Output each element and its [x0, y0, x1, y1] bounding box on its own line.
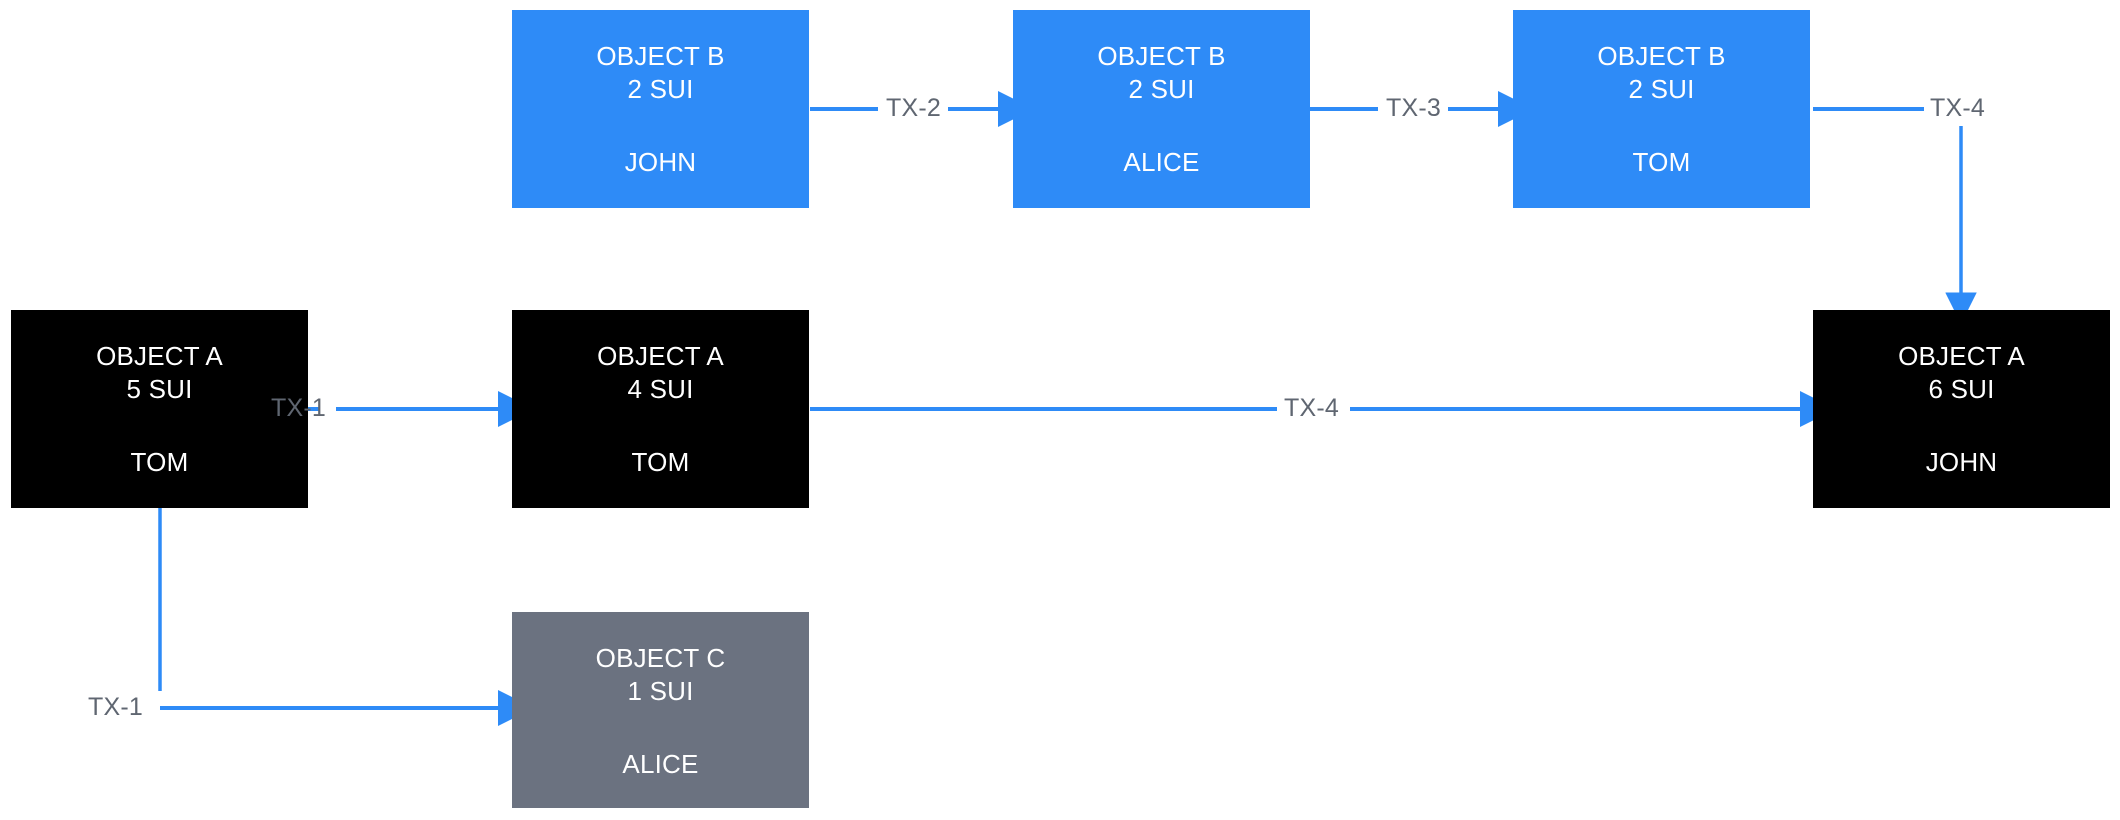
node-object-a-4sui-tom[interactable]: OBJECT A 4 SUI TOM: [512, 310, 809, 508]
node-amount-label: 4 SUI: [627, 374, 694, 404]
node-object-b-tom[interactable]: OBJECT B 2 SUI TOM: [1513, 10, 1810, 208]
node-object-a-5sui-tom[interactable]: OBJECT A 5 SUI TOM: [11, 310, 308, 508]
node-owner-label: JOHN: [624, 147, 697, 177]
node-owner-label: TOM: [631, 447, 690, 477]
node-object-label: OBJECT A: [1898, 341, 2025, 371]
node-owner-label: TOM: [1632, 147, 1691, 177]
node-amount-label: 2 SUI: [1628, 74, 1695, 104]
node-amount-label: 6 SUI: [1928, 374, 1995, 404]
node-object-label: OBJECT A: [597, 341, 724, 371]
edge-tx-1-branch: [158, 508, 534, 726]
node-object-label: OBJECT C: [595, 643, 726, 673]
node-amount-label: 2 SUI: [627, 74, 694, 104]
node-amount-label: 5 SUI: [126, 374, 193, 404]
node-object-c-alice[interactable]: OBJECT C 1 SUI ALICE: [512, 612, 809, 808]
node-object-label: OBJECT B: [596, 41, 725, 71]
node-object-a-6sui-john[interactable]: OBJECT A 6 SUI JOHN: [1813, 310, 2110, 508]
edge-label-tx-2: TX-2: [886, 94, 941, 122]
node-amount-label: 1 SUI: [627, 676, 694, 706]
node-amount-label: 2 SUI: [1128, 74, 1195, 104]
edge-label-tx-3: TX-3: [1386, 94, 1441, 122]
node-object-b-john[interactable]: OBJECT B 2 SUI JOHN: [512, 10, 809, 208]
edge-label-tx-4-main: TX-4: [1284, 394, 1339, 422]
node-object-label: OBJECT A: [96, 341, 223, 371]
edge-tx-4-vertical: [1813, 107, 1977, 324]
node-object-b-alice[interactable]: OBJECT B 2 SUI ALICE: [1013, 10, 1310, 208]
node-owner-label: JOHN: [1925, 447, 1998, 477]
edge-label-tx-4-vertical: TX-4: [1930, 94, 1985, 122]
node-owner-label: TOM: [130, 447, 189, 477]
node-owner-label: ALICE: [1123, 147, 1200, 177]
node-object-label: OBJECT B: [1097, 41, 1226, 71]
edge-label-tx-1-main: TX-1: [271, 394, 326, 422]
node-object-label: OBJECT B: [1597, 41, 1726, 71]
node-owner-label: ALICE: [622, 749, 699, 779]
edge-label-tx-1-branch: TX-1: [88, 693, 143, 721]
